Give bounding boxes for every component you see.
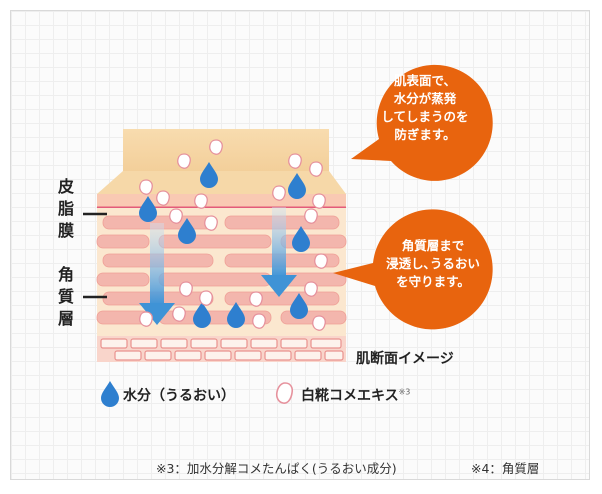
bubble-middle-line: 浸透し､うるおい	[386, 256, 480, 271]
legend-water-label: 水分（うるおい）	[123, 388, 235, 404]
legend-rice-text: 白糀コメエキス	[301, 388, 399, 404]
legend-water-icon	[101, 381, 119, 407]
water-droplets-layer	[139, 139, 328, 331]
water-droplet-icon	[178, 218, 196, 244]
legend-rice-label: 白糀コメエキス※3	[301, 385, 410, 405]
diagram-frame: 皮脂膜 角質層 肌断面イメージ 肌表面で、 水分が蒸発 してしまうのを 防ぎます…	[10, 10, 590, 480]
rice-extract-icon	[204, 215, 218, 231]
rice-extract-icon	[288, 153, 302, 169]
footnote-3: ※3：加水分解コメたんぱく(うるおい成分)	[156, 461, 397, 476]
skin-surface-top	[123, 129, 329, 171]
bubble-top-line: 肌表面で、	[393, 73, 456, 88]
sebum-membrane-label: 皮脂膜	[57, 177, 74, 240]
rice-extract-icon	[304, 208, 318, 224]
rice-extract-icon	[177, 153, 191, 169]
water-droplet-icon	[139, 196, 157, 222]
rice-extract-icon	[314, 253, 328, 269]
rice-extract-icon	[139, 179, 153, 195]
rice-extract-icon	[312, 315, 326, 331]
legend-rice-note: ※3	[398, 387, 411, 397]
rice-extract-icon	[194, 193, 208, 209]
water-droplet-group	[139, 162, 310, 328]
stratum-corneum-label: 角質層	[57, 265, 74, 328]
bubble-middle-text: 角質層まで 浸透し､うるおい を守ります。	[377, 237, 489, 291]
rice-extract-icon	[304, 281, 318, 297]
penetration-arrow-left	[139, 223, 175, 325]
speech-bubble-middle	[333, 209, 493, 330]
rice-extract-icon	[169, 208, 183, 224]
water-droplet-icon	[193, 302, 211, 328]
water-droplet-icon	[200, 162, 218, 188]
rice-extract-icon	[209, 139, 223, 155]
basal-cells	[100, 338, 344, 361]
rice-extract-icon	[199, 290, 213, 306]
rice-extract-icon	[139, 311, 153, 327]
rice-extract-icon	[272, 185, 286, 201]
water-droplet-icon	[288, 173, 306, 199]
bubble-top-line: 防ぎます。	[394, 127, 456, 142]
water-droplet-icon	[292, 226, 310, 252]
rice-extract-icon	[309, 161, 323, 177]
footnote-4: ※4：角質層	[471, 461, 540, 476]
rice-extract-icon	[249, 291, 263, 307]
rice-extract-icon	[179, 281, 193, 297]
water-droplet-icon	[227, 302, 245, 328]
bubble-middle-line: 角質層まで	[401, 238, 465, 253]
rice-extract-icon	[252, 313, 266, 329]
bubble-top-line: 水分が蒸発	[393, 91, 457, 106]
cross-section-caption: 肌断面イメージ	[356, 351, 454, 367]
rice-extract-icon	[312, 193, 326, 209]
bubble-middle-line: を守ります。	[396, 274, 470, 289]
rice-extract-icon	[156, 190, 170, 206]
skin-cross-section-diagram	[83, 64, 493, 362]
bubble-top-text: 肌表面で、 水分が蒸発 してしまうのを 防ぎます。	[372, 72, 478, 144]
bubble-top-line: してしまうのを	[381, 109, 469, 124]
penetration-arrow-right	[261, 207, 297, 297]
legend-rice-icon	[275, 382, 294, 404]
speech-bubble-top	[351, 64, 493, 181]
water-droplet-icon	[290, 293, 308, 319]
rice-extract-icon	[172, 306, 186, 322]
